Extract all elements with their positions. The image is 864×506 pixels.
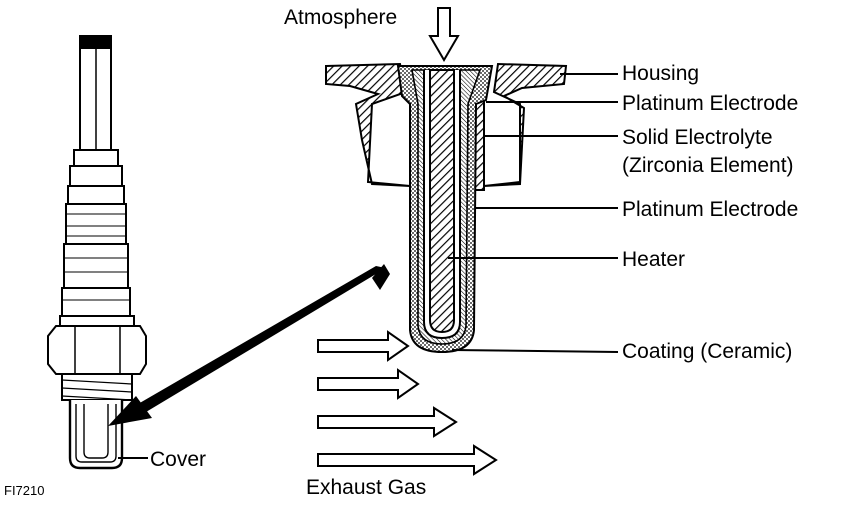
label-coating: Coating (Ceramic)	[622, 340, 793, 363]
exhaust-gas-arrows	[317, 330, 498, 476]
label-solid-electrolyte: Solid Electrolyte	[622, 126, 773, 149]
label-heater: Heater	[622, 248, 686, 271]
label-platinum-electrode-mid: Platinum Electrode	[622, 198, 799, 221]
label-housing: Housing	[622, 62, 700, 85]
label-exhaust-gas: Exhaust Gas	[306, 476, 427, 499]
label-cover: Cover	[150, 448, 207, 471]
figure-id: FI7210	[4, 483, 45, 498]
label-platinum-electrode-top: Platinum Electrode	[622, 92, 799, 115]
label-atmosphere: Atmosphere	[284, 6, 398, 29]
label-zirconia-element: (Zirconia Element)	[622, 154, 794, 177]
oxygen-sensor-body	[47, 35, 147, 470]
callout-leader-lines	[118, 73, 619, 459]
detail-pointer-arrow	[108, 264, 390, 426]
heater-element	[423, 69, 461, 340]
atmosphere-arrow	[428, 7, 460, 62]
